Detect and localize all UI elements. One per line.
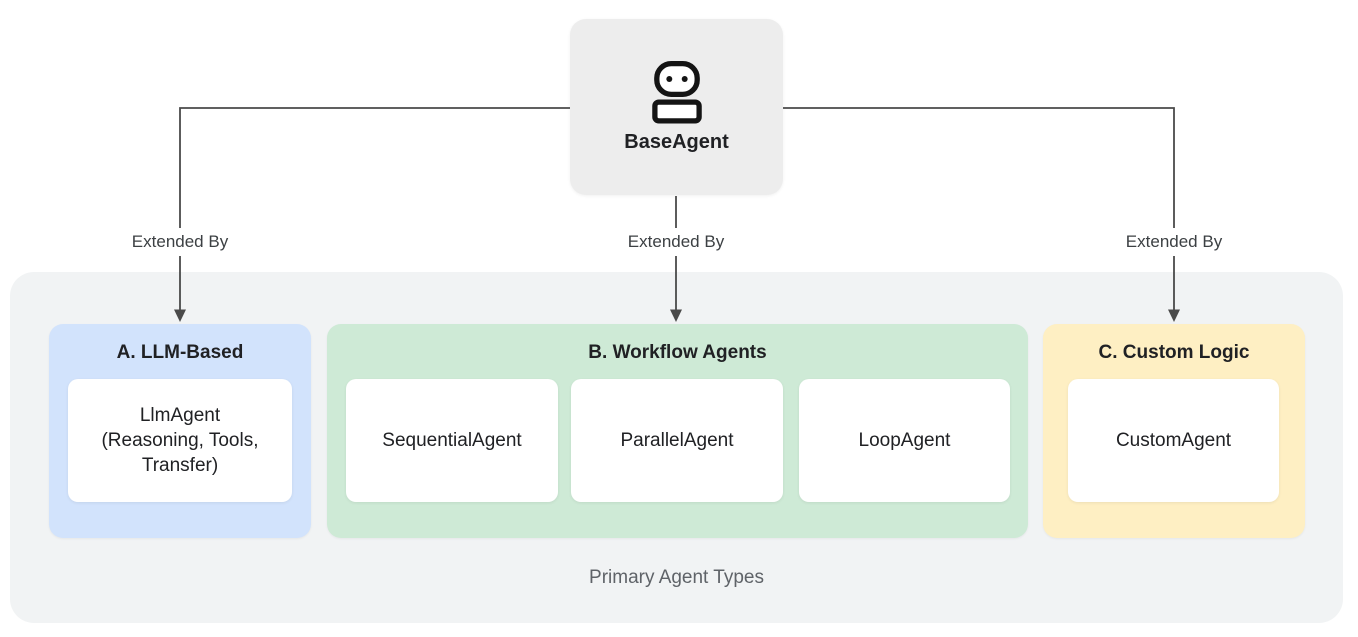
group-workflow-agents-title: B. Workflow Agents <box>588 342 767 363</box>
group-custom-logic: C. Custom Logic CustomAgent <box>1043 324 1305 538</box>
container-caption: Primary Agent Types <box>589 567 764 588</box>
agent-card-sequential-agent: SequentialAgent <box>346 379 558 502</box>
agent-card-llm-agent: LlmAgent (Reasoning, Tools, Transfer) <box>68 379 292 502</box>
robot-icon <box>651 60 702 124</box>
agent-name-custom-agent: CustomAgent <box>1115 429 1232 451</box>
agent-card-loop-agent: LoopAgent <box>799 379 1010 502</box>
edge-label-extended-by-middle: Extended By <box>617 228 735 256</box>
group-custom-logic-title: C. Custom Logic <box>1098 342 1250 363</box>
group-workflow-agents: B. Workflow Agents SequentialAgent Paral… <box>327 324 1028 538</box>
agent-name-parallel-agent: ParallelAgent <box>620 429 734 451</box>
agent-card-custom-agent: CustomAgent <box>1068 379 1279 502</box>
edge-label-extended-by-left: Extended By <box>121 228 239 256</box>
group-llm-based: A. LLM-Based LlmAgent (Reasoning, Tools,… <box>49 324 311 538</box>
agent-name-llm-agent: LlmAgent (Reasoning, Tools, Transfer) <box>101 404 259 477</box>
base-agent-node: BaseAgent <box>570 19 783 195</box>
edge-label-extended-by-right: Extended By <box>1115 228 1233 256</box>
group-llm-based-title: A. LLM-Based <box>116 342 244 363</box>
agent-name-loop-agent: LoopAgent <box>858 429 951 451</box>
agent-card-parallel-agent: ParallelAgent <box>571 379 783 502</box>
base-agent-label: BaseAgent <box>624 131 729 153</box>
agent-name-sequential-agent: SequentialAgent <box>382 429 522 451</box>
